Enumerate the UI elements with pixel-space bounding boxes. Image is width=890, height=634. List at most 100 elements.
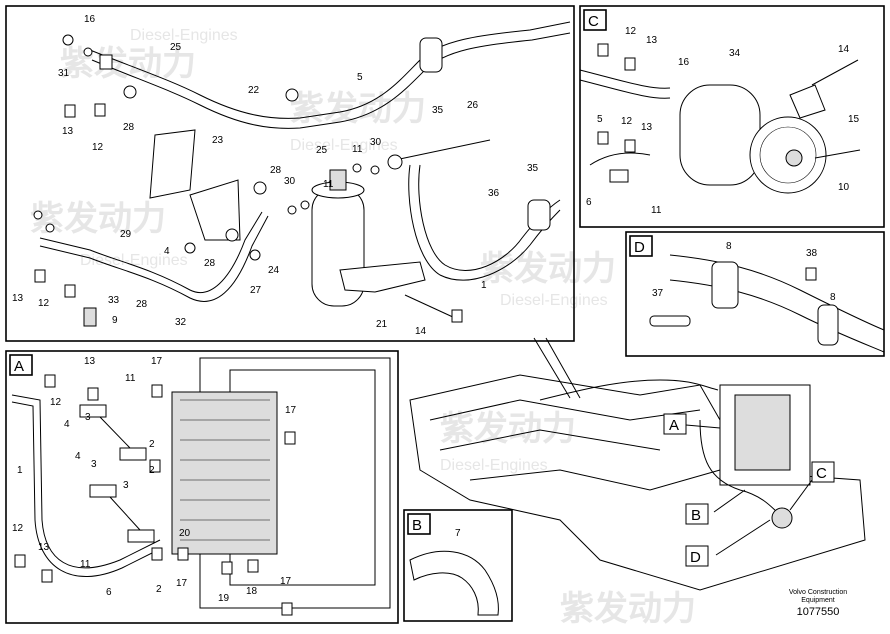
part-number-label: 35 xyxy=(432,105,444,116)
hose-c-upper xyxy=(579,69,671,89)
part-number-label: 12 xyxy=(50,397,62,408)
callout-a xyxy=(685,424,721,429)
screw-28c xyxy=(225,228,239,242)
part-number-label: 29 xyxy=(120,229,132,240)
hose-32-edge xyxy=(39,215,269,302)
overview-label-b-box xyxy=(685,503,709,525)
bracket-23 xyxy=(189,179,241,241)
part-number-label: 13 xyxy=(646,35,658,46)
part-number-label: 1 xyxy=(17,465,23,476)
part-number-label: 8 xyxy=(726,241,732,252)
part-number-label: 4 xyxy=(164,246,170,257)
watermark-cn: 紫发动力 xyxy=(480,250,616,288)
part-number-label: 33 xyxy=(108,295,120,306)
shield-plate xyxy=(149,129,196,199)
bracket-links xyxy=(99,416,141,531)
part-number-label: 13 xyxy=(84,356,96,367)
screw-22 xyxy=(285,88,299,102)
watermark-layer: 紫发动力 Diesel-Engines 紫发动力 Diesel-Engines … xyxy=(30,27,696,628)
callout-main xyxy=(533,337,581,399)
fitting xyxy=(99,54,113,70)
part-number-label: 28 xyxy=(123,122,135,133)
main-panel-frame xyxy=(5,5,575,342)
overview-frame: A B C D xyxy=(409,337,866,591)
part-number-label: 38 xyxy=(806,248,818,259)
bracket-3d xyxy=(127,529,155,543)
part-number-label: 37 xyxy=(652,288,664,299)
panel-d-frame xyxy=(625,231,885,357)
sleeve-7 xyxy=(409,550,499,616)
overview-label-a: A xyxy=(669,417,679,434)
fitting-6 xyxy=(609,169,629,183)
part-number-label: 26 xyxy=(467,100,479,111)
part-number-label: 31 xyxy=(58,68,70,79)
overview-label-a-box xyxy=(663,413,687,435)
part-number-label: 4 xyxy=(75,451,81,462)
part-number-label: 13 xyxy=(38,542,50,553)
bolt-c-12 xyxy=(597,43,609,57)
part-number-label: 11 xyxy=(80,559,91,570)
part-number-label: 22 xyxy=(248,85,260,96)
callout-c xyxy=(789,479,813,511)
oring-11b xyxy=(300,200,310,210)
bolt-a-17c xyxy=(177,547,189,561)
bolt-c-13 xyxy=(624,57,636,71)
panel-b-frame xyxy=(403,509,513,622)
watermark-cn: 紫发动力 xyxy=(30,200,166,238)
nut-4 xyxy=(184,242,196,254)
part-number-label: 12 xyxy=(38,298,50,309)
part-number-label: 25 xyxy=(170,42,182,53)
part-number-label: 3 xyxy=(123,480,129,491)
part-number-label: 5 xyxy=(597,114,603,125)
pipe-1 xyxy=(11,394,161,569)
oring-30c xyxy=(33,210,43,220)
part-number-label: 17 xyxy=(285,405,297,416)
bracket-21 xyxy=(339,261,426,293)
pulley-hub xyxy=(785,149,803,167)
part-number-label: 10 xyxy=(838,182,850,193)
part-number-label: 17 xyxy=(280,576,292,587)
overview-compressor xyxy=(771,507,793,529)
oring-31 xyxy=(62,34,74,46)
bolt-c-12b xyxy=(597,131,609,145)
part-number-label: 18 xyxy=(246,586,258,597)
part-number-label: 1 xyxy=(481,280,487,291)
part-number-label: 9 xyxy=(112,315,118,326)
overview-hose xyxy=(539,379,719,401)
bolt-a-12 xyxy=(44,374,56,388)
part-number-label: 13 xyxy=(12,293,24,304)
overview-label-c-box xyxy=(811,461,835,483)
bracket-3a xyxy=(79,404,107,418)
part-number-label: 13 xyxy=(641,122,653,133)
part-number-label: 6 xyxy=(586,197,592,208)
part-number-label: 2 xyxy=(156,584,162,595)
part-number-label: 20 xyxy=(179,528,191,539)
bolt-a-17 xyxy=(151,384,163,398)
main-panel xyxy=(5,5,575,342)
hose-d-edge xyxy=(669,279,885,353)
chassis-outline xyxy=(409,374,866,591)
compressor-34 xyxy=(679,84,761,186)
bolt-c-13b xyxy=(624,139,636,153)
part-number-label: 12 xyxy=(12,523,24,534)
watermark-en: Diesel-Engines xyxy=(500,292,608,309)
condenser-20 xyxy=(171,391,278,555)
bolt-head xyxy=(387,154,403,170)
bolt-a-13 xyxy=(87,387,99,401)
bolt-a-17b xyxy=(284,431,296,445)
pulley-ring xyxy=(759,126,817,184)
part-number-label: 12 xyxy=(621,116,633,127)
part-number-label: 16 xyxy=(84,14,96,25)
bolt-13 xyxy=(64,104,76,118)
condenser-fins xyxy=(180,399,270,541)
panel-b-label-box xyxy=(407,513,431,535)
bolt-a-17d xyxy=(281,602,293,616)
oring-11 xyxy=(352,163,362,173)
part-number-label: 24 xyxy=(268,265,280,276)
bolt-14-head xyxy=(451,309,463,323)
watermark-cn: 紫发动力 xyxy=(60,45,196,83)
part-number-label: 30 xyxy=(370,137,382,148)
part-number-label: 11 xyxy=(125,373,136,384)
clamp-8b xyxy=(817,304,839,346)
